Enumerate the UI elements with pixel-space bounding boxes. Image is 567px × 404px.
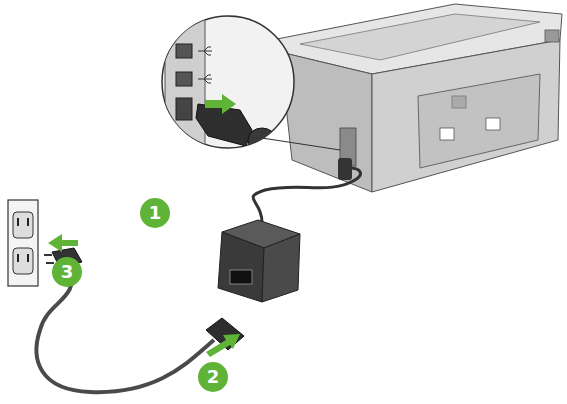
usb-port xyxy=(176,72,192,86)
outlet-slots xyxy=(18,218,28,262)
plug-prongs xyxy=(44,255,54,263)
adapter-front xyxy=(218,232,264,302)
usb-symbol xyxy=(198,47,212,55)
outlet-plate xyxy=(8,200,38,286)
printer-back-panel xyxy=(418,74,540,168)
insert-arrow xyxy=(205,94,236,114)
inset-panel xyxy=(165,20,205,150)
inset-leader xyxy=(262,138,340,150)
usb-symbol xyxy=(198,75,212,83)
panel-latch xyxy=(486,118,500,130)
printer-back xyxy=(372,40,560,192)
wall-outlet xyxy=(8,200,38,286)
inset-cord xyxy=(272,146,300,160)
callout-number: 1 xyxy=(140,198,170,228)
plug-strain-relief xyxy=(248,128,276,152)
dc-plug xyxy=(338,158,352,180)
usb-port xyxy=(176,44,192,58)
power-adapter xyxy=(218,220,300,302)
adapter-socket xyxy=(230,270,252,284)
outlet-face xyxy=(13,248,33,274)
plug-in-arrow xyxy=(48,234,78,252)
hp-logo xyxy=(452,96,466,108)
inset-content xyxy=(165,20,300,160)
callout-number: 2 xyxy=(198,362,228,392)
callout-number: 3 xyxy=(52,257,82,287)
inset-detail xyxy=(162,16,300,160)
printer xyxy=(272,4,562,192)
outlet-face xyxy=(13,212,33,238)
adapter-side xyxy=(262,234,300,302)
panel-latch xyxy=(440,128,454,140)
connect-arrow xyxy=(206,334,240,357)
printer-foot xyxy=(545,30,559,42)
power-socket xyxy=(176,98,192,120)
